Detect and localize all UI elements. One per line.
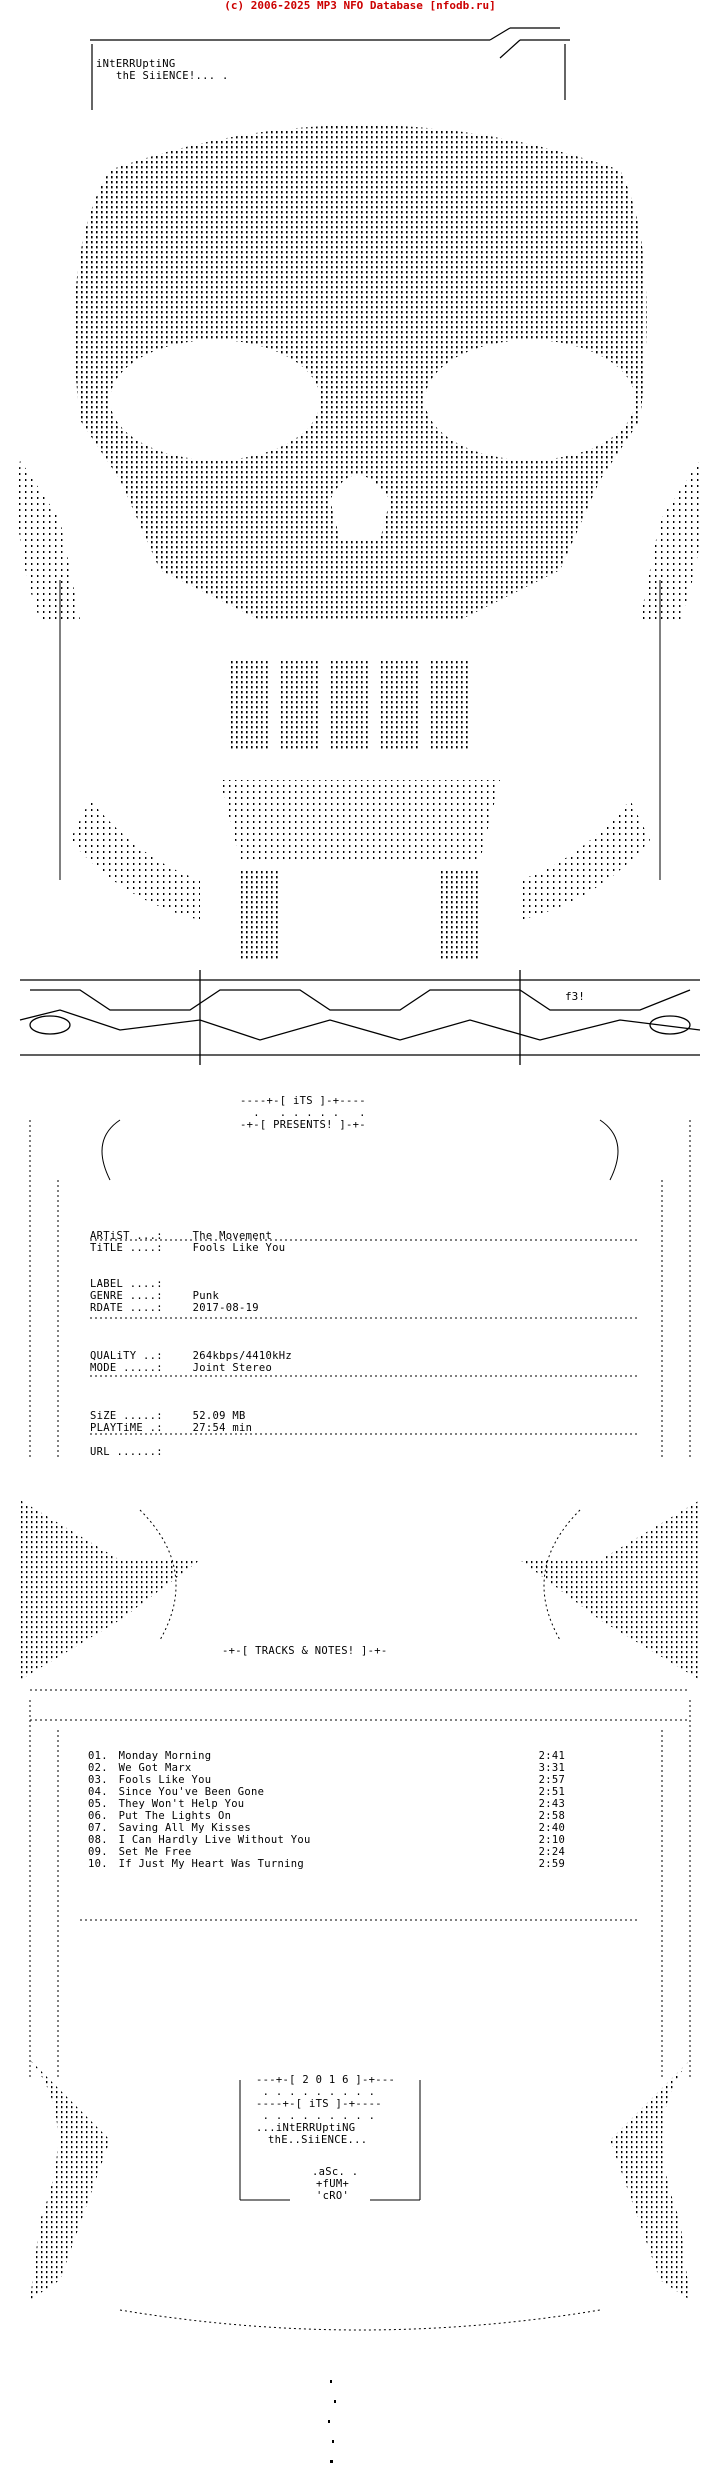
genre-row: GENRE ....: Punk: [90, 1290, 220, 1302]
track-row: 02. We Got Marx 3:31: [88, 1762, 579, 1774]
tail-dots: [328, 2380, 336, 2463]
track-time: 3:31: [538, 1762, 566, 1774]
track-row: 08. I Can Hardly Live Without You 2:10: [88, 1834, 579, 1846]
track-title: They Won't Help You: [118, 1798, 245, 1810]
track-number: 03.: [88, 1774, 108, 1786]
mode-row: MODE .....: Joint Stereo: [90, 1362, 273, 1374]
signature-f3: f3!: [565, 990, 585, 1003]
presents-its: iTS: [292, 1095, 313, 1107]
artist-row: ARTiST ...: The Movement: [90, 1230, 273, 1242]
size-value: 52.09 MB: [192, 1410, 246, 1422]
track-number: 05.: [88, 1798, 108, 1810]
title-value: Fools Like You: [192, 1242, 286, 1254]
url-row: URL ......:: [90, 1446, 163, 1458]
footer-credit-2: +fUM+: [316, 2178, 350, 2190]
track-title: Set Me Free: [118, 1846, 192, 1858]
footer-credit-1: .aSc. .: [312, 2166, 359, 2178]
footer-credits: .aSc. .+fUM+'cRO': [312, 2166, 358, 2202]
footer-line-1: ...iNtERRUptiNG: [256, 2122, 356, 2134]
header-frame: [90, 27, 570, 110]
tracklist-frame: [29, 1700, 691, 2080]
logo-band: f3!: [19, 970, 701, 1065]
track-time: 2:10: [538, 1834, 566, 1846]
track-number: 07.: [88, 1822, 108, 1834]
url-info: URL ......:: [90, 1446, 193, 1458]
header-line-2: thE SiiENCE!... .: [116, 70, 229, 82]
rdate-value: 2017-08-19: [192, 1302, 259, 1314]
presents-box: ----+-[ iTS ]-+---- . . . . . . .-+-[ PR…: [240, 1095, 366, 1131]
track-row: 06. Put The Lights On 2:58: [88, 1810, 579, 1822]
track-number: 08.: [88, 1834, 108, 1846]
track-time: 2:58: [538, 1810, 566, 1822]
track-time: 2:57: [538, 1774, 566, 1786]
tracklist: 01. Monday Morning 2:41 02. We Got Marx 3:3…: [88, 1750, 579, 1870]
track-number: 10.: [88, 1858, 108, 1870]
track-title: Saving All My Kisses: [118, 1822, 252, 1834]
track-number: 09.: [88, 1846, 108, 1858]
footer-its: iTS: [308, 2098, 329, 2110]
nfodb-credit: (c) 2006-2025 MP3 NFO Database [nfodb.ru…: [224, 0, 496, 12]
track-title: Monday Morning: [118, 1750, 212, 1762]
track-number: 02.: [88, 1762, 108, 1774]
track-title: If Just My Heart Was Turning: [118, 1858, 305, 1870]
track-time: 2:40: [538, 1822, 566, 1834]
track-number: 04.: [88, 1786, 108, 1798]
playtime-value: 27:54 min: [192, 1422, 253, 1434]
track-time: 2:24: [538, 1846, 566, 1858]
quality-value: 264kbps/4410kHz: [192, 1350, 292, 1362]
track-time: 2:59: [538, 1858, 566, 1870]
genre-value: Punk: [192, 1290, 220, 1302]
track-row: 05. They Won't Help You 2:43: [88, 1798, 579, 1810]
track-number: 01.: [88, 1750, 108, 1762]
track-title: We Got Marx: [118, 1762, 192, 1774]
track-row: 04. Since You've Been Gone 2:51: [88, 1786, 579, 1798]
track-title: I Can Hardly Live Without You: [118, 1834, 311, 1846]
footer-box: ---+-[ 2 0 1 6 ]-+--- . . . . . . . . .-…: [256, 2074, 396, 2146]
footer-credit-3: 'cRO': [316, 2190, 350, 2202]
label-row: LABEL ....:: [90, 1278, 163, 1290]
track-row: 10. If Just My Heart Was Turning 2:59: [88, 1858, 579, 1870]
track-time: 2:43: [538, 1798, 566, 1810]
artist-value: The Movement: [192, 1230, 273, 1242]
track-row: 01. Monday Morning 2:41: [88, 1750, 579, 1762]
tracks-header: -+-[ TRACKS & NOTES! ]-+-: [222, 1645, 388, 1657]
size-row: SiZE .....: 52.09 MB: [90, 1410, 246, 1422]
rdate-row: RDATE ....: 2017-08-19: [90, 1302, 259, 1314]
track-row: 07. Saving All My Kisses 2:40: [88, 1822, 579, 1834]
track-title: Fools Like You: [118, 1774, 212, 1786]
track-number: 06.: [88, 1810, 108, 1822]
tracks-header-text: TRACKS & NOTES!: [255, 1645, 355, 1657]
track-row: 09. Set Me Free 2:24: [88, 1846, 579, 1858]
quality-row: QUALiTY ..: 264kbps/4410kHz: [90, 1350, 292, 1362]
footer-year: 2 0 1 6: [302, 2074, 349, 2086]
mode-value: Joint Stereo: [192, 1362, 273, 1374]
track-time: 2:41: [538, 1750, 566, 1762]
title-row: TiTLE ....: Fools Like You: [90, 1242, 286, 1254]
track-title: Since You've Been Gone: [118, 1786, 265, 1798]
track-row: 03. Fools Like You 2:57: [88, 1774, 579, 1786]
track-title: Put The Lights On: [118, 1810, 232, 1822]
middle-ornament: [20, 1500, 700, 1721]
track-time: 2:51: [538, 1786, 566, 1798]
header-line-1: iNtERRUptiNG: [96, 58, 176, 70]
footer-line-2: thE..SiiENCE...: [268, 2134, 368, 2146]
skull-illustration: [17, 125, 703, 960]
footer-ornament: [30, 2060, 690, 2331]
presents-label: PRESENTS!: [273, 1119, 333, 1131]
info-frame: [29, 1119, 691, 1460]
playtime-row: PLAYTiME .: 27:54 min: [90, 1422, 253, 1434]
